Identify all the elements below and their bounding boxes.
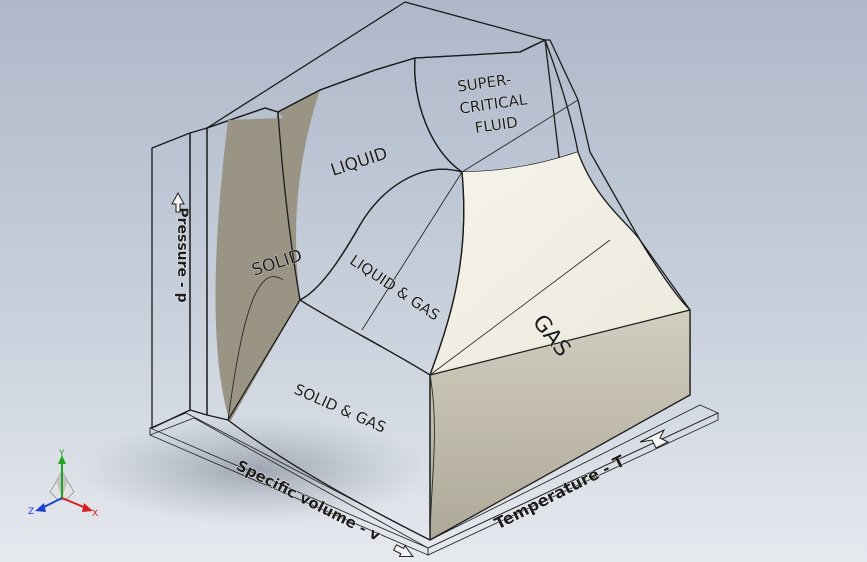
back-wall-inner [189, 127, 208, 416]
solid-edge-curve [227, 276, 284, 421]
orientation-triad[interactable]: Y X Z [28, 449, 98, 519]
triad-y-label: Y [58, 449, 65, 459]
temperature-arrow-icon [639, 428, 670, 449]
isotherm-line-lower [429, 374, 435, 541]
axis-label-pressure: Pressure - p [174, 207, 190, 302]
right-face-lower [430, 310, 690, 540]
triad-x-axis [61, 497, 87, 509]
pressure-arrow-icon [171, 191, 185, 213]
triad-z-axis [41, 497, 63, 509]
triad-x-arrow-icon [82, 503, 93, 512]
region-gas-upper [430, 152, 690, 375]
region-supercritical [414, 39, 579, 173]
label-supercritical-2: CRITICAL [458, 90, 528, 117]
critical-line [461, 99, 579, 173]
triad-z-label: Z [28, 507, 34, 517]
triad-x-label: X [92, 509, 98, 519]
label-liquid: LIQUID [328, 144, 390, 181]
triad-z-arrow-icon [35, 503, 46, 512]
triad-y-arrow-icon [58, 455, 66, 464]
base-plate-front-right [427, 412, 719, 556]
label-supercritical-3: FLUID [474, 113, 519, 137]
region-solid-gas [227, 299, 431, 541]
isotherm-line [361, 171, 463, 331]
boundary-right [577, 151, 691, 311]
label-liquid-gas: LIQUID & GAS [347, 251, 443, 324]
volume-arrow-icon [393, 544, 414, 558]
gas-isotherm [429, 239, 611, 376]
label-supercritical-1: SUPER- [456, 70, 512, 95]
